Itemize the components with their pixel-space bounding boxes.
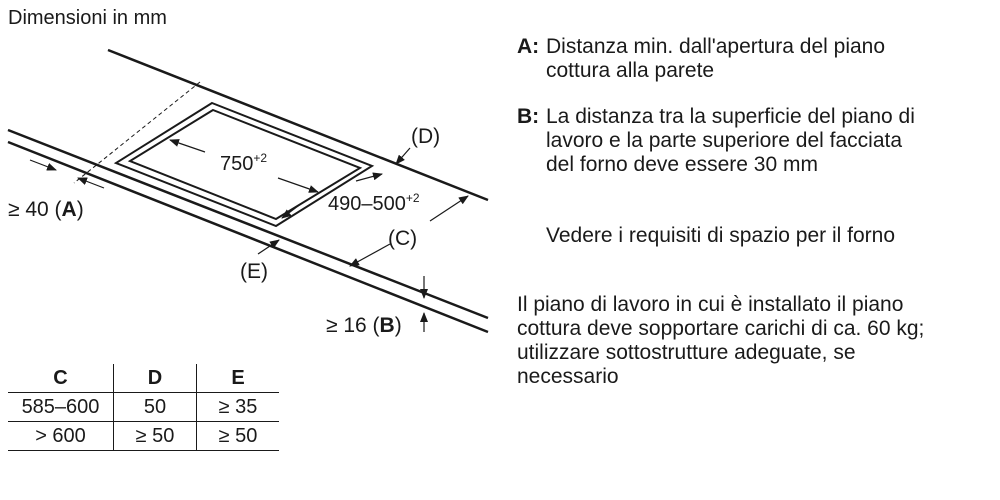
note-see-oven: Vedere i requisiti di spazio per il forn… bbox=[546, 224, 896, 247]
cell-e: ≥ 35 bbox=[196, 392, 279, 422]
dim-d-arrow bbox=[395, 147, 411, 165]
cutout-inner bbox=[127, 108, 363, 221]
dashed-reference-line bbox=[73, 81, 201, 184]
dim-490-arrow-top bbox=[355, 172, 383, 182]
dim-a-arrow-left bbox=[29, 159, 57, 171]
dim-750-arrow-right bbox=[277, 177, 319, 193]
dim-490-label: 490–500+2 bbox=[328, 191, 420, 215]
cell-e: ≥ 50 bbox=[196, 421, 279, 451]
header-d: D bbox=[113, 364, 197, 393]
cell-c: 585–600 bbox=[8, 392, 114, 422]
dim-c-arrow-top bbox=[429, 195, 469, 222]
label-d: (D) bbox=[411, 125, 440, 148]
dimension-table: C D E 585–600 50 ≥ 35 > 600 ≥ 50 ≥ 50 bbox=[8, 364, 279, 451]
note-load-line3: utilizzare sottostrutture adeguate, se bbox=[517, 341, 856, 364]
label-a: ≥ 40 (A) bbox=[8, 198, 84, 221]
note-b-line3: del forno deve essere 30 mm bbox=[546, 153, 818, 176]
header-c: C bbox=[8, 364, 114, 393]
note-load-line1: Il piano di lavoro in cui è installato i… bbox=[517, 293, 904, 316]
table-header-row: C D E bbox=[8, 364, 279, 393]
label-c: (C) bbox=[388, 227, 417, 250]
label-b: ≥ 16 (B) bbox=[326, 314, 402, 337]
note-b-line1: La distanza tra la superficie del piano … bbox=[546, 105, 915, 128]
dim-a-arrow-right bbox=[77, 177, 105, 189]
page-title: Dimensioni in mm bbox=[8, 7, 167, 29]
note-a-line1: Distanza min. dall'apertura del piano bbox=[546, 35, 886, 58]
dim-750-label: 750+2 bbox=[220, 151, 267, 175]
countertop-front-bottom-edge bbox=[7, 140, 489, 334]
table-row: 585–600 50 ≥ 35 bbox=[8, 392, 279, 422]
dim-750-arrow-left bbox=[169, 139, 206, 153]
note-a-key: A: bbox=[517, 35, 540, 58]
note-b-line2: lavoro e la parte superiore del facciata bbox=[546, 129, 903, 152]
dim-490-arrow-bottom bbox=[281, 202, 303, 219]
label-e: (E) bbox=[240, 260, 268, 283]
dim-c-arrow-bottom bbox=[349, 243, 391, 267]
note-load-line2: cottura deve sopportare carichi di ca. 6… bbox=[517, 317, 925, 340]
header-e: E bbox=[196, 364, 279, 393]
note-b-key: B: bbox=[517, 105, 540, 128]
dim-e-arrow bbox=[257, 239, 280, 255]
note-load-line4: necessario bbox=[517, 365, 619, 388]
cutout-outer bbox=[113, 101, 375, 228]
cell-d: 50 bbox=[113, 392, 197, 422]
countertop-back-edge bbox=[107, 48, 489, 202]
cell-c: > 600 bbox=[8, 421, 114, 451]
cell-d: ≥ 50 bbox=[113, 421, 197, 451]
note-a-line2: cottura alla parete bbox=[546, 59, 715, 82]
countertop-front-top-edge bbox=[7, 128, 489, 320]
table-row: > 600 ≥ 50 ≥ 50 bbox=[8, 421, 279, 451]
